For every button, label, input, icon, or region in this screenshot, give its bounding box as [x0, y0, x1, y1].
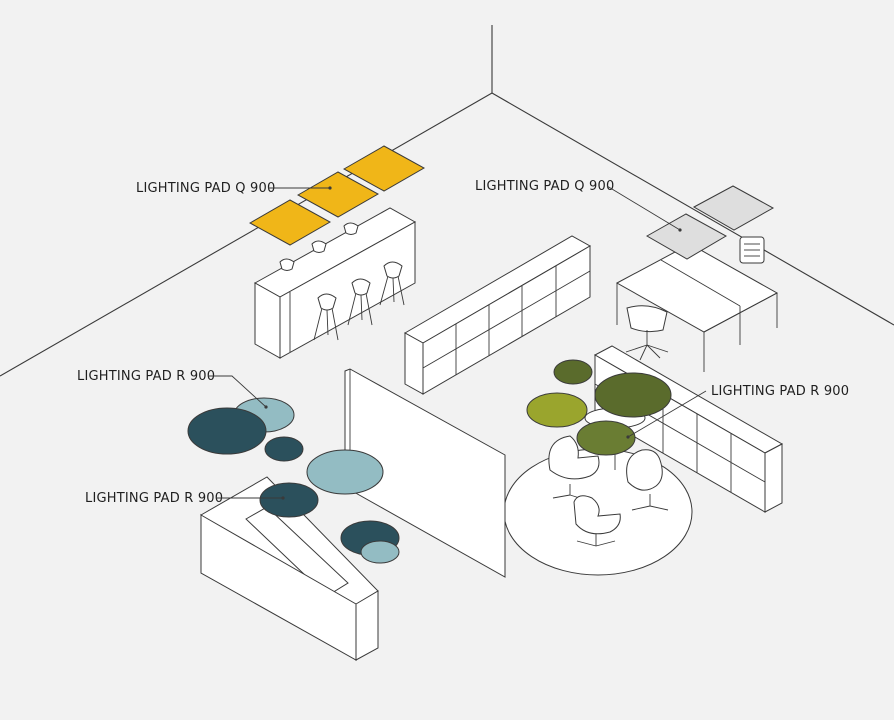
egg-chair: [626, 449, 669, 511]
pad-r-teal-dark-mid: [259, 482, 319, 518]
callout-q-left: LIGHTING PAD Q 900: [136, 181, 332, 196]
label-lighting-pad-r-lower-left: LIGHTING PAD R 900: [85, 491, 223, 506]
label-lighting-pad-r-upper-left: LIGHTING PAD R 900: [77, 369, 215, 384]
lighting-pads-q-yellow: [248, 145, 426, 246]
bar-stools: [279, 222, 405, 341]
callout-r-right: LIGHTING PAD R 900: [626, 384, 849, 439]
pad-q-yellow-1: [248, 199, 332, 246]
desk-group: [615, 243, 779, 372]
stool: [313, 293, 339, 341]
office-chair-front: [625, 305, 669, 361]
pad-q-grey-1: [645, 213, 728, 260]
pad-r-teal-dark-large: [187, 407, 267, 455]
lighting-pads-r-olive: [526, 359, 672, 456]
pad-r-olive-medium: [576, 420, 636, 456]
stool: [379, 261, 405, 306]
pad-r-teal-light-large: [306, 449, 384, 495]
lighting-pads-r-teal: [187, 397, 400, 564]
pad-r-olive-small: [553, 359, 593, 385]
label-lighting-pad-r-right: LIGHTING PAD R 900: [711, 384, 849, 399]
egg-chair: [573, 495, 621, 547]
label-lighting-pad-q-left: LIGHTING PAD Q 900: [136, 181, 275, 196]
lighting-pads-q-grey: [645, 185, 775, 260]
lounge-chairs: [548, 435, 669, 547]
room-outline: [0, 25, 894, 377]
stool: [347, 278, 373, 326]
pad-r-olive-light: [526, 392, 588, 428]
bar-table: [253, 207, 417, 359]
pad-r-olive-large: [594, 372, 672, 418]
callout-r-upper-left: LIGHTING PAD R 900: [77, 369, 268, 409]
bookshelf-center: [403, 235, 592, 395]
pad-q-grey-2: [692, 185, 775, 231]
pad-q-yellow-3: [342, 145, 426, 192]
callout-q-right: LIGHTING PAD Q 900: [475, 179, 682, 232]
lounge-bench: [200, 476, 379, 661]
office-chair-back: [739, 236, 765, 264]
pad-r-teal-dark-small: [264, 436, 304, 462]
pad-q-yellow-2: [296, 171, 380, 218]
pad-r-teal-light-lower: [360, 540, 400, 564]
callout-r-lower-left: LIGHTING PAD R 900: [85, 491, 285, 506]
label-lighting-pad-q-right: LIGHTING PAD Q 900: [475, 179, 614, 194]
